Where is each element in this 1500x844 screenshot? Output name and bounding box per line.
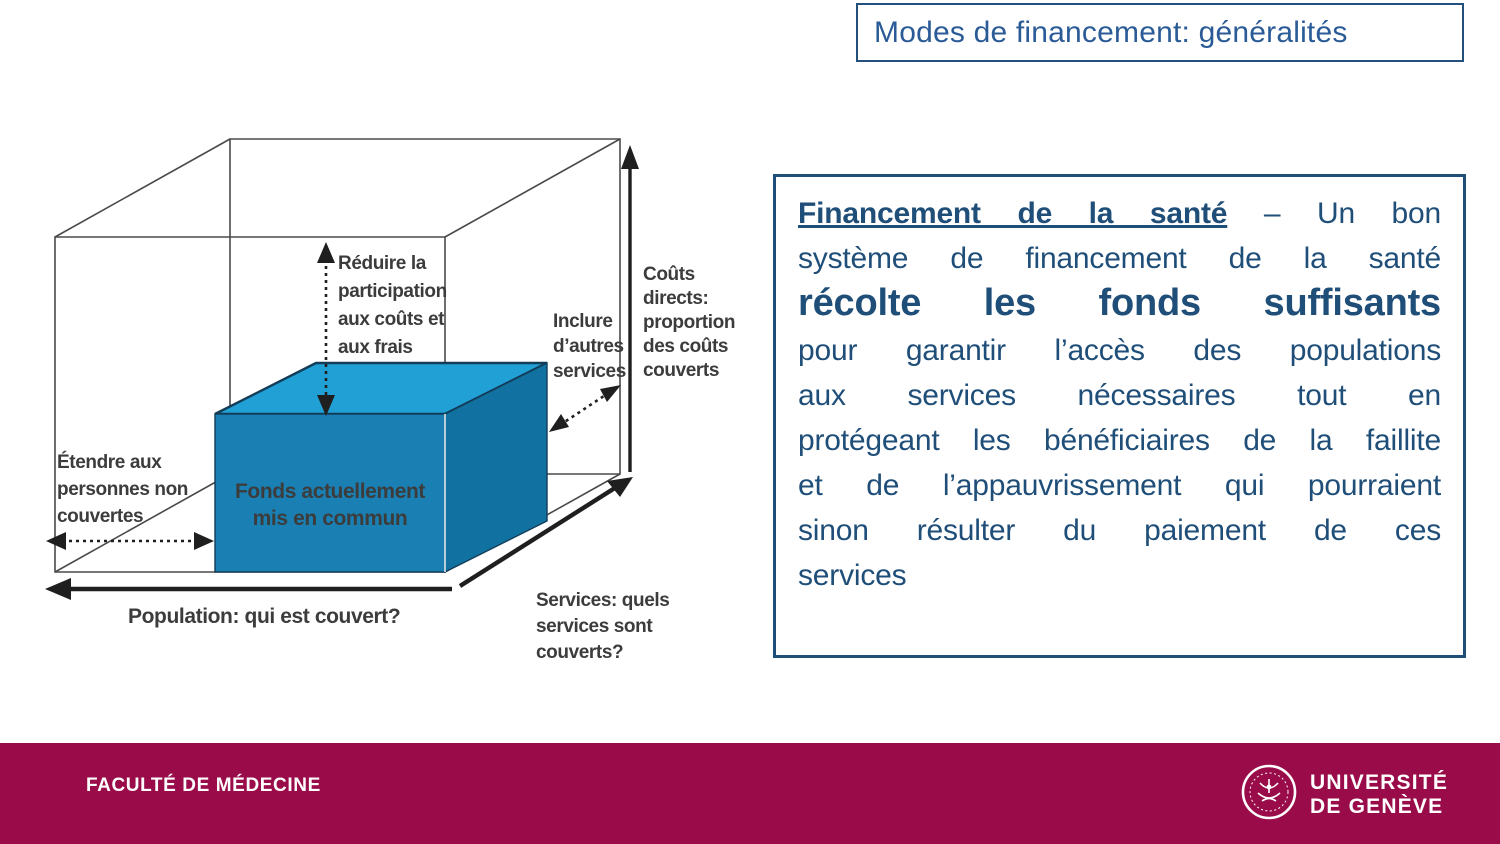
statement-segment: pour garantir l’accès des populations (798, 334, 1441, 367)
pooled-funds-box (214, 361, 548, 574)
svg-text:Coûts: Coûts (643, 264, 695, 285)
unige-wordmark-line1: UNIVERSITÉ (1310, 770, 1449, 794)
svg-text:proportion: proportion (643, 312, 735, 333)
slide-title-box: Modes de financement: généralités (856, 3, 1464, 62)
statement-segment: aux services nécessaires tout en (798, 379, 1441, 412)
statement-segment: services (798, 559, 907, 592)
include-services-label: Inclure d’autres services (553, 311, 626, 382)
statement-line: et de l’appauvrissement qui pourraient (798, 463, 1441, 508)
svg-text:participation: participation (338, 281, 447, 302)
statement-segment: et de l’appauvrissement qui pourraient (798, 469, 1441, 502)
statement-line: services (798, 553, 1441, 598)
statement-line: pour garantir l’accès des populations (798, 328, 1441, 373)
statement-line: sinon résulter du paiement de ces (798, 508, 1441, 553)
coverage-cube-diagram: Fonds actuellement mis en commun Réduire… (30, 120, 750, 665)
svg-text:personnes non: personnes non (57, 479, 188, 500)
svg-text:Services: quels: Services: quels (536, 590, 669, 611)
statement-segment: protégeant les bénéficiaires de la faill… (798, 424, 1441, 457)
svg-text:aux frais: aux frais (338, 337, 413, 358)
svg-text:des coûts: des coûts (643, 336, 728, 357)
population-label: Population: qui est couvert? (128, 605, 400, 628)
svg-text:couvertes: couvertes (57, 506, 143, 527)
svg-text:Inclure: Inclure (553, 311, 613, 332)
statement-line: aux services nécessaires tout en (798, 373, 1441, 418)
services-label: Services: quels services sont couverts? (536, 590, 670, 663)
statement-line: Financement de la santé – Un bon (798, 191, 1441, 236)
faculty-label: FACULTÉ DE MÉDECINE (86, 775, 321, 796)
svg-text:directs:: directs: (643, 288, 708, 309)
svg-text:couverts?: couverts? (536, 642, 623, 663)
statement-line: système de financement de la santé (798, 236, 1441, 281)
statement-box: Financement de la santé – Un bon système … (773, 174, 1466, 658)
reduce-participation-arrow (317, 242, 335, 416)
statement-segment: système de financement de la santé (798, 242, 1441, 275)
reduce-participation-label: Réduire la participation aux coûts et au… (338, 253, 447, 358)
unige-wordmark-line2: DE GENÈVE (1310, 794, 1444, 818)
unige-seal-icon (1240, 763, 1298, 826)
direct-costs-arrow (621, 145, 639, 472)
statement-segment: Financement de la santé (798, 197, 1228, 230)
svg-text:d’autres: d’autres (553, 336, 624, 357)
services-arrow (458, 477, 633, 588)
footer-bar: FACULTÉ DE MÉDECINE UNIVERSITÉ DE (0, 743, 1500, 844)
statement-segment: – Un bon (1227, 197, 1442, 230)
statement-segment: récolte les fonds suffisants (798, 282, 1441, 324)
extend-people-label: Étendre aux personnes non couvertes (57, 451, 188, 527)
statement-segment: sinon résulter du paiement de ces (798, 514, 1441, 547)
direct-costs-label: Coûts directs: proportion des coûts couv… (643, 264, 735, 381)
pooled-funds-label-line1: Fonds actuellement (235, 480, 425, 503)
statement-line: récolte les fonds suffisants (798, 281, 1441, 328)
svg-text:services sont: services sont (536, 616, 653, 637)
unige-wordmark: UNIVERSITÉ DE GENÈVE (1310, 771, 1448, 819)
include-services-arrow (549, 385, 621, 432)
slide-title: Modes de financement: généralités (874, 15, 1348, 49)
svg-text:aux coûts et: aux coûts et (338, 309, 445, 330)
svg-text:couverts: couverts (643, 360, 719, 381)
svg-text:Étendre aux: Étendre aux (57, 451, 162, 473)
extend-people-arrow (46, 532, 214, 550)
svg-text:services: services (553, 361, 626, 382)
statement-lines: Financement de la santé – Un bon système … (798, 191, 1441, 598)
svg-text:Réduire la: Réduire la (338, 253, 427, 274)
pooled-funds-label-line2: mis en commun (253, 507, 408, 530)
unige-logo: UNIVERSITÉ DE GENÈVE (1240, 763, 1448, 826)
statement-line: protégeant les bénéficiaires de la faill… (798, 418, 1441, 463)
population-arrow (45, 578, 452, 600)
